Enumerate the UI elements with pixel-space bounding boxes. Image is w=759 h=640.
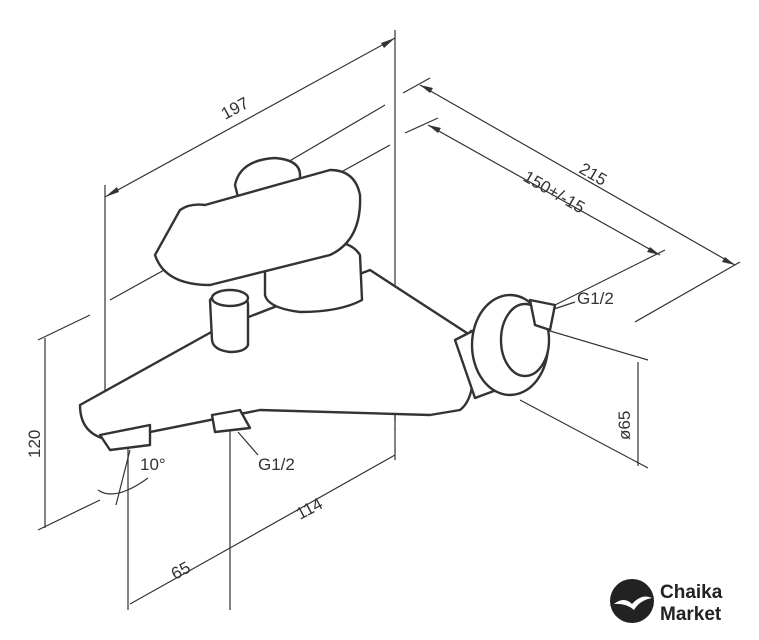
- thread-label-right: G1/2: [577, 289, 614, 308]
- dimension-120: 120: [25, 314, 101, 531]
- dimension-label-diameter: ø65: [615, 411, 634, 440]
- dimension-label-114: 114: [293, 494, 326, 524]
- logo-text-market: Market: [660, 604, 722, 625]
- logo-text-chaika: Chaika: [660, 582, 723, 603]
- angle-label: 10°: [140, 455, 166, 474]
- faucet-body: [78, 156, 557, 452]
- dimension-label-65: 65: [168, 558, 194, 584]
- dimension-label-120: 120: [25, 430, 44, 458]
- dimension-label-215: 215: [576, 159, 610, 190]
- chaika-market-logo: Chaika Market: [610, 579, 723, 625]
- dimension-150: 150+/-15: [404, 117, 666, 306]
- thread-label-bottom: G1/2: [258, 455, 295, 474]
